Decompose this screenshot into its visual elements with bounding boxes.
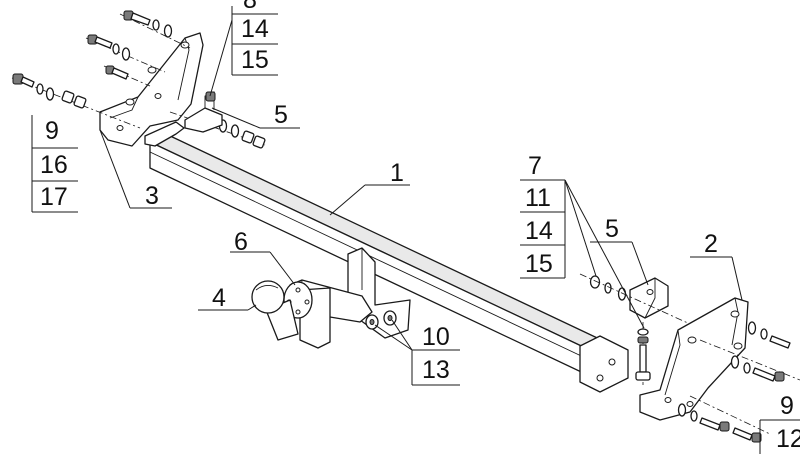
callout-1: 1 (390, 159, 404, 187)
callout-15-right: 15 (525, 250, 553, 278)
left-small-bracket (184, 91, 223, 133)
callout-5-left: 5 (274, 101, 288, 129)
callout-8: 8 (243, 0, 257, 14)
callout-15-top: 15 (241, 46, 269, 74)
callout-17: 17 (40, 183, 68, 211)
callout-6: 6 (234, 228, 248, 256)
callout-13: 13 (422, 356, 450, 384)
callout-4: 4 (212, 284, 226, 312)
callout-2: 2 (704, 230, 718, 258)
left-bracket (99, 32, 204, 147)
callout-10: 10 (422, 323, 450, 351)
vertical-bolt (635, 322, 651, 385)
callout-16: 16 (40, 151, 68, 179)
right-small-bracket (579, 273, 691, 325)
callout-3: 3 (145, 182, 159, 210)
left-fasteners (11, 10, 266, 149)
callout-14-top: 14 (241, 15, 269, 43)
leader-lines (31, 6, 800, 454)
callout-9-left: 9 (45, 117, 59, 145)
callout-11: 11 (525, 184, 551, 212)
tow-ball-arm (251, 247, 411, 349)
callout-9-right: 9 (780, 392, 794, 420)
callout-7: 7 (528, 152, 542, 180)
callout-labels: 8 14 15 5 9 16 17 3 1 6 4 10 13 7 11 14 … (40, 0, 800, 453)
right-fasteners (677, 321, 800, 443)
callout-14-right: 14 (525, 217, 553, 245)
callout-12: 12 (776, 425, 800, 453)
right-bracket (639, 297, 749, 421)
callout-5-right: 5 (605, 215, 619, 243)
beam-end-plates (144, 121, 629, 393)
